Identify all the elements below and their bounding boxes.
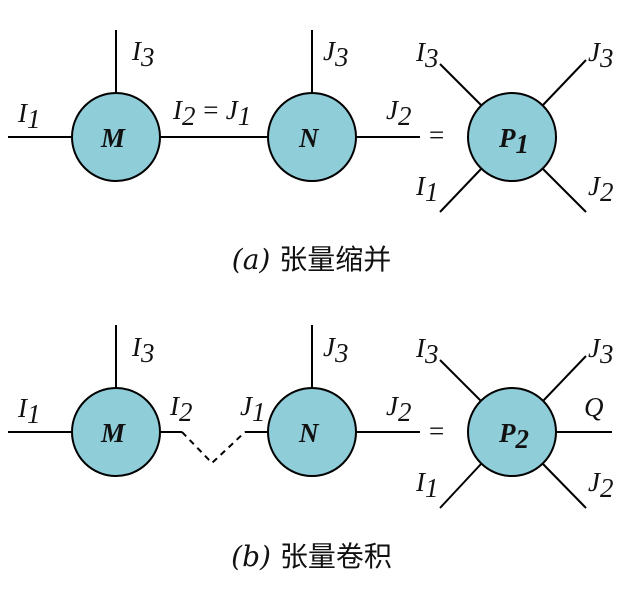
node-b-m: [71, 387, 161, 477]
label-b-j2: J2: [386, 391, 411, 427]
node-a-m: [71, 92, 161, 182]
node-a-m-label: M: [100, 123, 126, 153]
panel-b-edges: [8, 325, 612, 509]
label-b-i3: I3: [131, 332, 155, 368]
edge-b-convolution: [181, 431, 246, 465]
node-a-n-label: N: [298, 123, 320, 153]
label-a-i2-eq-j1: I2=J1: [172, 95, 251, 131]
caption-b: (b) 张量卷积: [0, 535, 625, 575]
panel-a-nodes: [71, 92, 557, 182]
node-b-p: [467, 387, 557, 477]
edge-a-p-i3: [439, 63, 482, 106]
label-b-j1: J1: [240, 391, 265, 427]
label-a-j2: J2: [386, 95, 411, 131]
edge-b-p-i1: [439, 463, 482, 509]
caption-b-text: 张量卷积: [279, 540, 392, 573]
caption-a-text: 张量缩并: [279, 243, 392, 276]
panel-b-nodes: [71, 387, 557, 477]
label-b-p-i1: I1: [415, 467, 439, 503]
node-a-p-label: P1: [498, 123, 529, 159]
node-b-n: [267, 387, 357, 477]
label-a-p-i1: I1: [415, 171, 439, 207]
label-b-i2: I2: [169, 391, 193, 427]
label-b-p-j3: J3: [588, 333, 613, 369]
label-b-j3: J3: [323, 332, 348, 368]
label-a-i1: I1: [17, 98, 41, 134]
label-b-p-q: Q: [584, 392, 604, 422]
node-b-m-label: M: [100, 418, 126, 448]
node-a-p: [467, 92, 557, 182]
edge-a-p-j2: [542, 168, 587, 213]
edge-b-p-i3: [439, 359, 482, 402]
node-b-n-label: N: [298, 418, 320, 448]
edge-b-p-j2: [542, 463, 587, 509]
label-a-i3: I3: [131, 36, 155, 72]
caption-b-tag: (b): [231, 540, 271, 573]
panel-a-edges: [8, 30, 587, 213]
caption-a: (a) 张量缩并: [0, 238, 625, 278]
equals-a: =: [429, 120, 444, 150]
label-b-p-i3: I3: [415, 333, 439, 369]
label-a-p-j3: J3: [588, 37, 613, 73]
caption-a-tag: (a): [231, 243, 271, 276]
label-a-j3: J3: [323, 36, 348, 72]
node-b-p-label: P2: [498, 418, 529, 454]
node-a-n: [267, 92, 357, 182]
edge-a-p-i1: [439, 168, 482, 213]
edge-a-p-j3: [542, 59, 587, 106]
label-a-p-i3: I3: [415, 37, 439, 73]
label-a-p-j2: J2: [588, 171, 613, 207]
label-b-i1: I1: [17, 393, 41, 429]
label-b-p-j2: J2: [588, 467, 613, 503]
edge-b-p-j3: [542, 355, 587, 402]
equals-b: =: [429, 416, 444, 446]
